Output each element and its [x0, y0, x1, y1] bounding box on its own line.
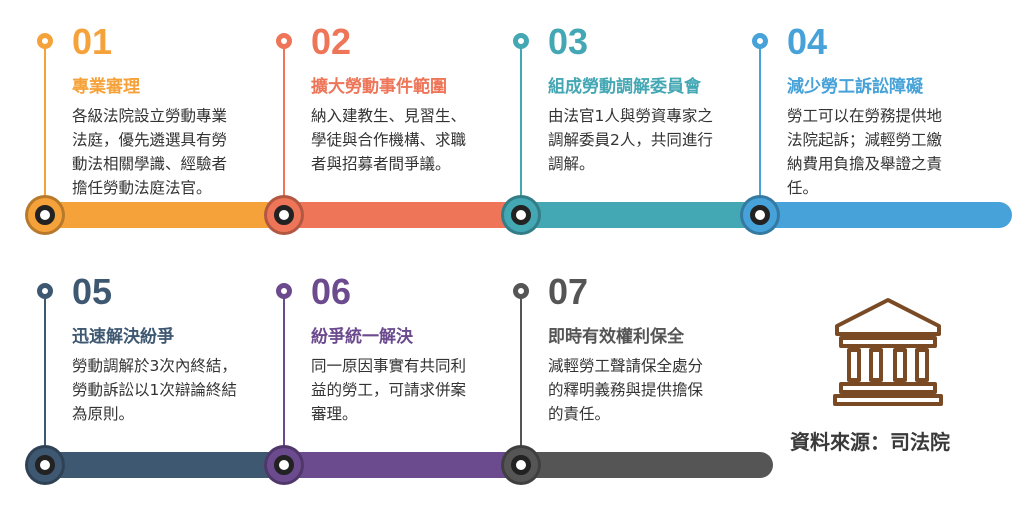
step-marker-icon	[752, 33, 768, 49]
step-description: 同一原因事實有共同利益的勞工，可請求併案審理。	[311, 354, 511, 426]
timeline-node-icon	[740, 195, 780, 235]
step-description: 由法官1人與勞資專家之調解委員2人，共同進行調解。	[548, 104, 748, 176]
timeline-connector	[283, 48, 285, 203]
step-description-line: 任。	[787, 179, 819, 197]
step-description-line: 調解委員2人，共同進行	[548, 131, 713, 149]
step-description: 勞工可以在勞務提供地法院起訴；減輕勞工繳納費用負擔及舉證之責任。	[787, 104, 987, 200]
step-number: 03	[548, 21, 589, 62]
step-description-line: 納入建教生、見習生、	[311, 107, 467, 125]
step-number: 04	[787, 21, 828, 62]
timeline-bar-segment	[266, 202, 528, 228]
step-title: 即時有效權利保全	[548, 327, 684, 347]
timeline-connector	[283, 298, 285, 453]
timeline-node-icon	[25, 195, 65, 235]
timeline-node-center	[511, 205, 531, 225]
step-description-line: 法庭，優先遴選具有勞	[72, 131, 228, 149]
step-description-line: 學徒與合作機構、求職	[311, 131, 467, 149]
source-label: 資料來源：司法院	[790, 430, 950, 454]
step-description-line: 減輕勞工聲請保全處分	[548, 357, 704, 375]
step-description-line: 擔任勞動法庭法官。	[72, 179, 212, 197]
step-description-line: 納費用負擔及舉證之責	[787, 155, 943, 173]
step-marker-icon	[37, 283, 53, 299]
step-number: 02	[311, 21, 352, 62]
timeline-node-icon	[264, 445, 304, 485]
step-description: 納入建教生、見習生、學徒與合作機構、求職者與招募者間爭議。	[311, 104, 511, 176]
step-description-line: 勞動調解於3次內終結，	[72, 357, 237, 375]
step-description-line: 為原則。	[72, 405, 135, 423]
step-number: 01	[72, 21, 113, 62]
step-description-line: 益的勞工，可請求併案	[311, 381, 467, 399]
timeline-connector	[759, 48, 761, 203]
step-description-line: 法院起訴；減輕勞工繳	[787, 131, 943, 149]
step-description-line: 勞工可以在勞務提供地	[787, 107, 943, 125]
timeline-node-center	[750, 205, 770, 225]
timeline-bar-segment	[266, 452, 528, 478]
timeline-bar-segment	[503, 452, 773, 478]
step-description-line: 者與招募者間爭議。	[311, 155, 451, 173]
step-title: 組成勞動調解委員會	[548, 77, 701, 97]
step-description: 減輕勞工聲請保全處分的釋明義務與提供擔保的責任。	[548, 354, 748, 426]
timeline-node-center	[511, 455, 531, 475]
step-number: 06	[311, 271, 352, 312]
timeline-node-center	[274, 455, 294, 475]
timeline-node-icon	[25, 445, 65, 485]
step-title: 紛爭統一解決	[311, 327, 413, 347]
step-description: 各級法院設立勞動專業法庭，優先遴選具有勞動法相關學識、經驗者擔任勞動法庭法官。	[72, 104, 272, 200]
step-marker-icon	[276, 33, 292, 49]
timeline-bar-segment	[742, 202, 1012, 228]
step-title: 擴大勞動事件範圍	[311, 77, 447, 97]
timeline-connector	[44, 48, 46, 203]
step-marker-icon	[513, 33, 529, 49]
timeline-connector	[520, 48, 522, 203]
step-description-line: 調解。	[548, 155, 595, 173]
timeline-bar-segment	[27, 452, 289, 478]
step-title: 專業審理	[72, 77, 140, 97]
timeline-node-center	[274, 205, 294, 225]
timeline-node-icon	[501, 445, 541, 485]
step-description-line: 動法相關學識、經驗者	[72, 155, 228, 173]
step-description-line: 的釋明義務與提供擔保	[548, 381, 704, 399]
step-marker-icon	[513, 283, 529, 299]
timeline-connector	[44, 298, 46, 453]
timeline-bar-segment	[503, 202, 765, 228]
step-title: 減少勞工訴訟障礙	[787, 77, 923, 97]
timeline-bar-segment	[27, 202, 289, 228]
courthouse-icon	[833, 298, 943, 406]
step-title: 迅速解決紛爭	[72, 327, 174, 347]
step-description-line: 審理。	[311, 405, 358, 423]
step-marker-icon	[276, 283, 292, 299]
step-description-line: 同一原因事實有共同利	[311, 357, 467, 375]
step-number: 05	[72, 271, 113, 312]
step-description-line: 勞動訴訟以1次辯論終結	[72, 381, 237, 399]
timeline-node-center	[35, 205, 55, 225]
timeline-node-icon	[264, 195, 304, 235]
step-description: 勞動調解於3次內終結， 勞動訴訟以1次辯論終結為原則。	[72, 354, 272, 426]
timeline-node-center	[35, 455, 55, 475]
step-description-line: 各級法院設立勞動專業	[72, 107, 228, 125]
timeline-connector	[520, 298, 522, 453]
step-description-line: 由法官1人與勞資專家之	[548, 107, 713, 125]
timeline-node-icon	[501, 195, 541, 235]
step-marker-icon	[37, 33, 53, 49]
step-description-line: 的責任。	[548, 405, 611, 423]
step-number: 07	[548, 271, 589, 312]
